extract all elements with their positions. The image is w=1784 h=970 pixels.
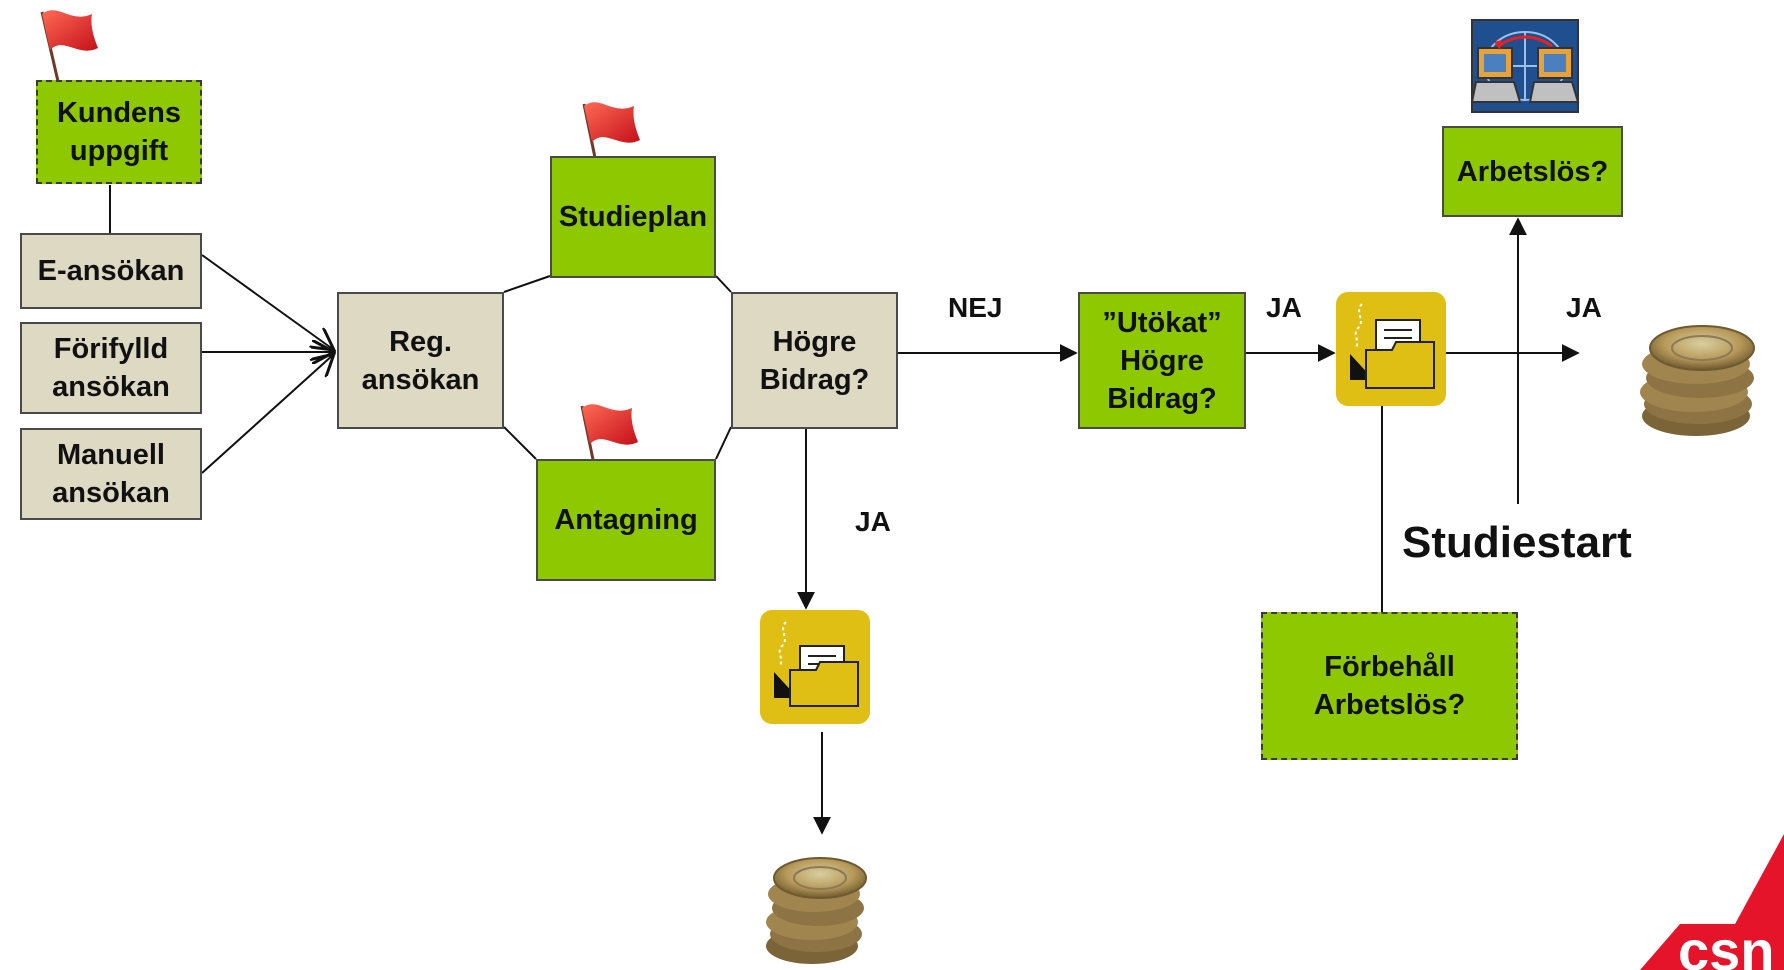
label-ja-coins: JA (1566, 292, 1602, 323)
computer-transfer-icon (1470, 19, 1580, 113)
label-ja-down: JA (855, 506, 891, 537)
label-ja-utokat: JA (1266, 292, 1302, 323)
label-studiestart: Studiestart (1402, 518, 1632, 567)
label-nej: NEJ (948, 292, 1003, 323)
box-antagning: Antagning (536, 459, 716, 581)
coins-icon (1640, 325, 1755, 436)
flag-icon (40, 10, 98, 91)
folder-icon (1336, 292, 1446, 406)
box-studieplan: Studieplan (550, 156, 716, 278)
csn-logo: csn (1640, 834, 1784, 970)
arrow-eansokan-reg (201, 254, 334, 350)
connector-studieplan-hogre (715, 275, 732, 293)
box-reg-ansokan: Reg. ansökan (337, 292, 504, 429)
connector-reg-antagning (503, 426, 537, 460)
box-forbehall-arbetslos: Förbehåll Arbetslös? (1261, 612, 1518, 760)
box-manuell-ansokan: Manuell ansökan (20, 428, 202, 520)
box-hogre-bidrag: Högre Bidrag? (731, 292, 898, 429)
box-arbetslos: Arbetslös? (1442, 126, 1623, 217)
box-forifylld-ansokan: Förifylld ansökan (20, 322, 202, 414)
arrow-manuell-reg (201, 354, 334, 474)
connector-reg-studieplan (503, 275, 551, 293)
csn-logo-text: csn (1678, 919, 1775, 970)
box-utokat-hogre-bidrag: ”Utökat” Högre Bidrag? (1078, 292, 1246, 429)
box-kundens-uppgift: Kundens uppgift (36, 80, 202, 184)
folder-icon (760, 610, 870, 724)
connector-antagning-hogre (715, 426, 732, 460)
box-e-ansokan: E-ansökan (20, 233, 202, 309)
coins-icon (766, 857, 867, 964)
